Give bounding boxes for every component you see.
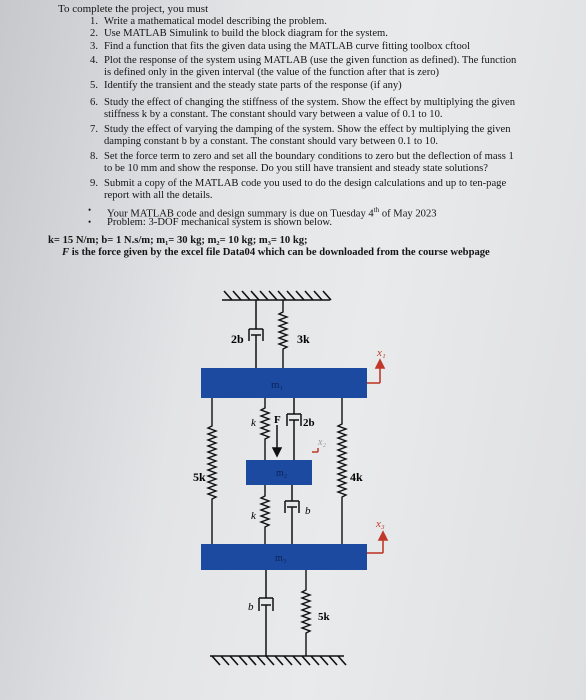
step-text: to be 10 mm and show the response. Do yo… xyxy=(104,162,488,174)
damper-b-bottom xyxy=(258,570,274,656)
bullet-text-end: of May 2023 xyxy=(379,208,437,220)
spring-4k-right xyxy=(336,398,348,544)
step-text: Submit a copy of the MATLAB code you use… xyxy=(104,178,507,189)
x2-arrow xyxy=(312,448,319,453)
force-description: F is the force given by the excel file D… xyxy=(62,247,490,259)
spring-k-low xyxy=(259,485,271,544)
step-number: 2. xyxy=(90,28,98,39)
label-mass-1: m₁ xyxy=(271,379,284,391)
mass-2 xyxy=(246,460,312,485)
dataset-name: Data04 xyxy=(222,247,256,258)
step-number: 4. xyxy=(90,55,98,66)
damper-2b-top xyxy=(248,300,264,368)
step-number: 3. xyxy=(90,41,98,52)
label-damper-low: b xyxy=(305,505,311,517)
bullet-text: Problem: 3-DOF mechanical system is show… xyxy=(107,217,567,229)
step-text: Write a mathematical model describing th… xyxy=(104,16,327,27)
bullet-text-main: Problem: 3-DOF mechanical system is show… xyxy=(107,217,332,228)
x1-arrow xyxy=(367,358,386,384)
force-post: which can be downloaded from the course … xyxy=(255,247,490,258)
x3-arrow xyxy=(367,530,389,554)
step-text: stiffness k by a constant. The constant … xyxy=(104,108,443,120)
step-text: Plot the response of the system using MA… xyxy=(104,55,517,66)
bullet-text: Your MATLAB code and design summary is d… xyxy=(107,205,567,220)
force-arrow xyxy=(271,425,283,458)
step-text: Find a function that fits the given data… xyxy=(104,41,471,52)
force-symbol: F xyxy=(62,247,70,258)
label-spring-bottom: 5k xyxy=(318,611,331,623)
step-text: Study the effect of changing the stiffne… xyxy=(104,97,516,108)
step-number: 6. xyxy=(90,97,98,108)
force-pre: is the force given by the excel file xyxy=(69,247,223,258)
spring-5k-left xyxy=(206,398,218,544)
label-damper-mid: 2b xyxy=(303,417,315,429)
step-number: 9. xyxy=(90,178,98,189)
label-mass-3: m₃ xyxy=(275,553,286,564)
step-text: Identify the transient and the steady st… xyxy=(104,80,402,91)
label-mass-2: m₂ xyxy=(276,468,287,479)
bullet-dot: • xyxy=(88,205,92,215)
spring-3k-top xyxy=(277,300,289,368)
label-damper-top: 2b xyxy=(231,332,244,346)
spring-5k-bottom xyxy=(300,570,312,656)
label-x2: x₂ xyxy=(317,437,326,448)
step-text: Set the force term to zero and set all t… xyxy=(104,151,514,162)
step-number: 1. xyxy=(90,16,98,27)
bullet-dot: • xyxy=(88,217,92,227)
bullet-superscript: th xyxy=(373,206,380,214)
step-number: 8. xyxy=(90,151,98,162)
bottom-ground xyxy=(210,655,347,666)
bullet-text-main: Your MATLAB code and design summary is d… xyxy=(107,208,374,220)
label-x3: x₃ xyxy=(375,518,385,530)
spring-k-mid xyxy=(259,398,271,460)
damper-b-low xyxy=(284,485,300,544)
label-spring-left: 5k xyxy=(193,470,206,484)
label-spring-right: 4k xyxy=(350,470,363,484)
step-text: damping constant b by a constant. The co… xyxy=(104,135,439,147)
step-text: Study the effect of varying the damping … xyxy=(104,124,511,135)
top-ground xyxy=(222,290,332,301)
label-force: F xyxy=(274,414,281,426)
label-damper-bottom: b xyxy=(248,601,254,613)
mass-3 xyxy=(201,544,367,570)
step-text: is defined only in the given interval (t… xyxy=(104,66,440,78)
label-x1: x₁ xyxy=(376,347,386,359)
step-text: report with all the details. xyxy=(104,189,213,201)
label-spring-top: 3k xyxy=(297,332,310,346)
step-number: 7. xyxy=(90,124,98,135)
label-spring-low: k xyxy=(251,510,257,522)
label-spring-mid: k xyxy=(251,417,257,429)
parameters-line: k= 15 N/m; b= 1 N.s/m; m₁= 30 kg; m₂= 10… xyxy=(48,235,308,246)
mass-1 xyxy=(201,368,367,398)
step-text: Use MATLAB Simulink to build the block d… xyxy=(104,28,388,39)
step-number: 5. xyxy=(90,80,98,91)
damper-2b-mid xyxy=(286,398,302,460)
intro-line: To complete the project, you must xyxy=(58,3,209,15)
